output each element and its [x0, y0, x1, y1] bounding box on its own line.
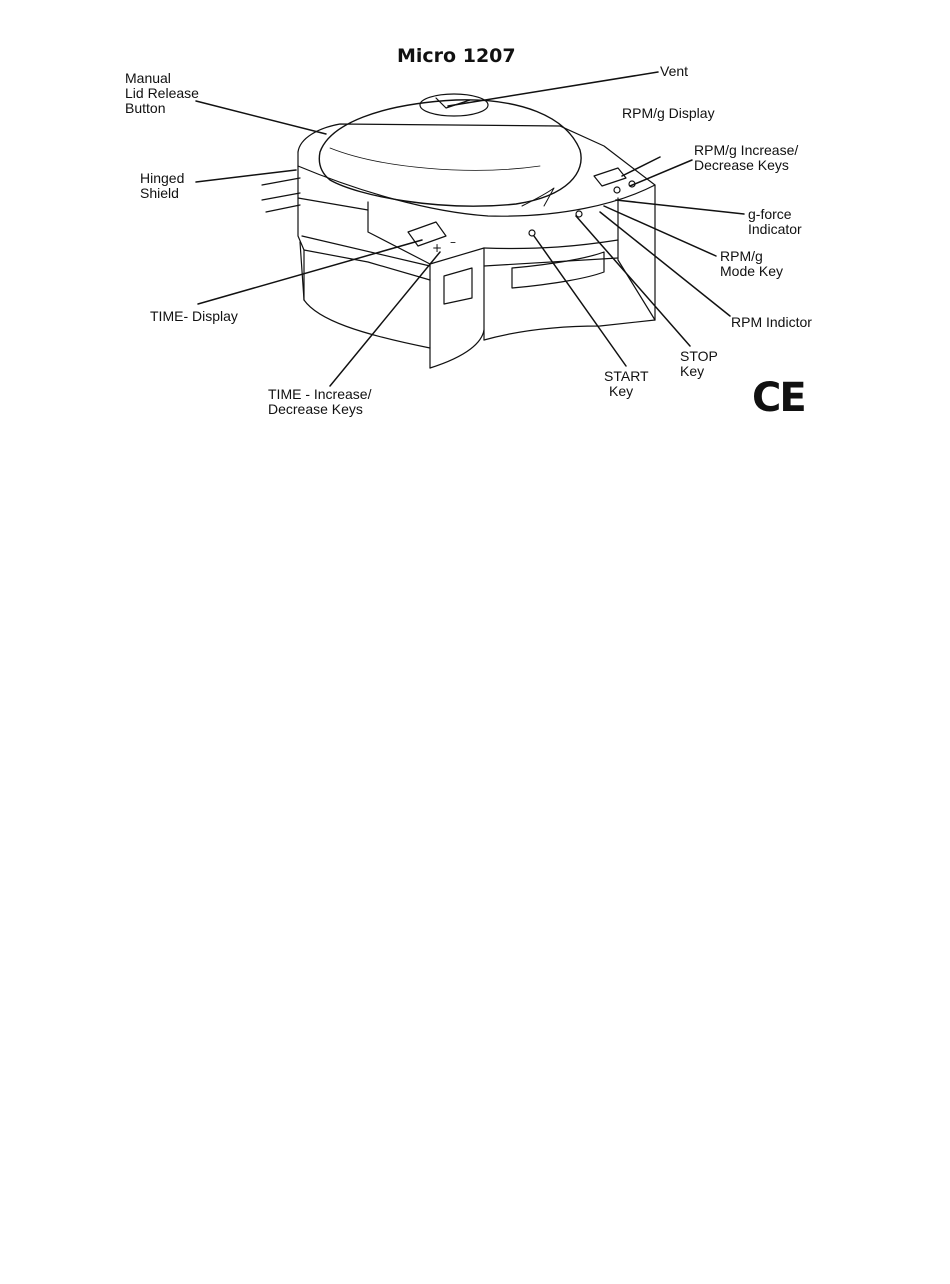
label-rpm-mode-key: RPM/g Mode Key	[720, 249, 783, 279]
label-time-display: TIME- Display	[150, 309, 238, 324]
label-rpm-increase-decrease: RPM/g Increase/ Decrease Keys	[694, 143, 798, 173]
label-rpm-indicator: RPM Indictor	[731, 315, 812, 330]
label-g-force-indicator: g-force Indicator	[748, 207, 802, 237]
label-time-increase-decrease: TIME - Increase/ Decrease Keys	[268, 387, 371, 417]
label-start-key: START Key	[604, 369, 649, 399]
time-plus-key-icon: +	[432, 241, 442, 255]
time-minus-key-icon: –	[450, 235, 456, 249]
label-manual-lid-release: Manual Lid Release Button	[125, 71, 199, 116]
hinge-rails	[262, 178, 300, 212]
label-stop-key: STOP Key	[680, 349, 718, 379]
rpm-increase-key-icon	[614, 187, 620, 193]
label-vent: Vent	[660, 64, 688, 79]
centrifuge-lid	[319, 94, 581, 206]
page-title: Micro 1207	[397, 45, 516, 67]
start-key-icon	[529, 230, 535, 236]
rpm-display-window	[594, 168, 626, 186]
control-panel	[408, 168, 635, 246]
label-hinged-shield: Hinged Shield	[140, 171, 184, 201]
label-rpm-display: RPM/g Display	[622, 106, 715, 121]
ce-mark: CE	[752, 375, 805, 421]
